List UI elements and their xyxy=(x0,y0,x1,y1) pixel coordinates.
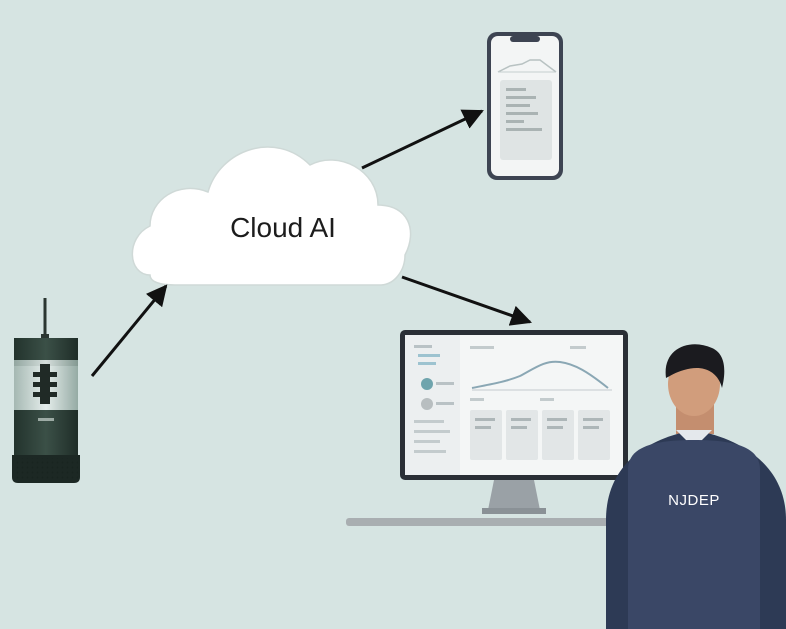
arrow-cloud-to-phone xyxy=(361,109,484,170)
person-icon: NJDEP xyxy=(606,344,786,629)
cloud-label: Cloud AI xyxy=(230,212,336,243)
desktop-monitor-icon xyxy=(346,330,666,526)
smartphone-icon xyxy=(487,32,563,180)
arrow-sensor-to-cloud xyxy=(90,284,168,377)
person-badge: NJDEP xyxy=(668,492,720,509)
cloud-icon: Cloud AI xyxy=(131,146,412,286)
sensor-device-icon xyxy=(12,298,80,483)
arrow-cloud-to-monitor xyxy=(401,275,532,326)
